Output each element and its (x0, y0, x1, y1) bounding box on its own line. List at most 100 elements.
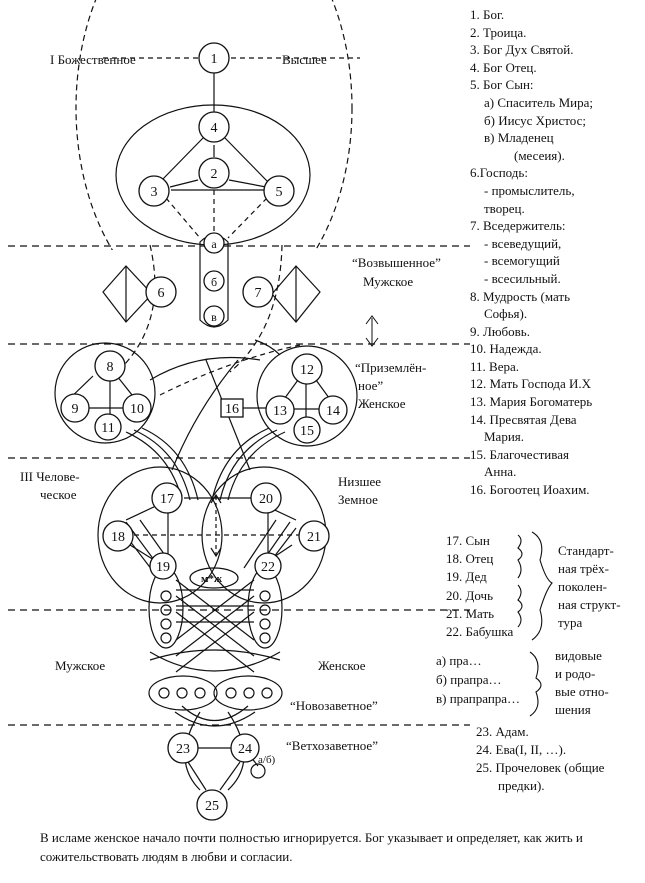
label-lower-1: Низшее (338, 474, 382, 489)
legend-item: 8. Мудрость (мать (470, 288, 570, 304)
generation-note: шения (555, 702, 591, 717)
node-label: 12 (300, 363, 314, 378)
node-17: 14 (318, 395, 348, 425)
label-new-testament: “Новозаветное” (290, 698, 378, 713)
legend-item: 13. Мария Богоматерь (470, 394, 593, 410)
legend-item: в) Младенец (484, 130, 554, 146)
legend-item: 1. Бог. (470, 7, 505, 22)
legend-item: а) Спаситель Мира; (484, 94, 593, 110)
label-exalted-1: “Возвышенное” (352, 255, 441, 270)
mzh-marker (189, 567, 239, 589)
ancestor-item: 23. Адам. (476, 724, 529, 739)
family-note: ная трёх- (558, 561, 609, 576)
node-label: 18 (111, 530, 125, 545)
node-7: б (203, 270, 225, 292)
legend-item: 16. Богоотец Иоахим. (470, 482, 590, 498)
node-28: 25 (196, 789, 228, 821)
legend-item: 15. Благочестивая (470, 446, 569, 462)
node-label: б (211, 275, 217, 289)
node-label: 14 (326, 404, 340, 419)
label-grounded-2: ное” (358, 378, 384, 393)
legend-item: - всеведущий, (484, 235, 562, 251)
node-label: 21 (307, 530, 321, 545)
lord-group (102, 265, 153, 323)
node-21: 18 (102, 520, 134, 552)
legend-list: 1. Бог. 2. Троица. 3. Бог Дух Святой. 4.… (470, 6, 645, 499)
family-item: 22. Бабушка (446, 624, 514, 639)
node-8: в (203, 305, 225, 327)
node-2: 2 (198, 157, 230, 189)
family-note: поколен- (558, 579, 607, 594)
node-label: 11 (101, 421, 114, 436)
legend-item: Мария. (484, 429, 525, 445)
legend-brackets (517, 531, 553, 717)
legend-item: 3. Бог Дух Святой. (470, 42, 574, 58)
caption: В исламе женское начало почти полностью … (40, 830, 583, 864)
label-grounded-1: “Приземлён- (355, 360, 427, 375)
node-label: 8 (107, 360, 114, 375)
label-mzh: м*ж (201, 573, 222, 585)
braided-links (125, 359, 286, 501)
family-item: 19. Дед (446, 569, 487, 584)
label-human-1: III Челове- (20, 469, 80, 484)
family-note: Стандарт- (558, 543, 614, 558)
label-ab: а/б) (258, 754, 276, 766)
node-label: 22 (261, 560, 275, 575)
legend-item: (месеия). (514, 147, 565, 163)
ancestor-item: 25. Прочеловек (общие (476, 760, 605, 775)
node-label: 20 (259, 492, 273, 507)
family-note: тура (558, 615, 583, 630)
node-24: 21 (298, 520, 330, 552)
label-divine: I Божественное (50, 52, 136, 67)
node-12: 9 (60, 393, 90, 423)
generation-item: в) прапрапра… (436, 691, 521, 706)
ancestor-item: предки). (498, 778, 545, 793)
node-23: 20 (250, 482, 282, 514)
node-label: 23 (176, 742, 190, 757)
node-label: а (211, 237, 217, 251)
node-label: 13 (273, 404, 287, 419)
node-label: 5 (276, 185, 283, 200)
ancestor-item: 24. Ева(I, II, …). (476, 742, 567, 757)
legend-item: 11. Вера. (470, 358, 519, 374)
generation-item: а) пра… (436, 653, 482, 668)
node-19: 16 (220, 398, 244, 418)
generation-item: б) прапра… (436, 672, 502, 687)
label-female: Женское (318, 658, 366, 673)
node-26: 23 (167, 732, 199, 764)
node-13: 10 (122, 393, 152, 423)
legend-item: 10. Надежда. (470, 341, 542, 357)
node-label: 4 (211, 121, 218, 136)
node-5: 5 (263, 175, 295, 207)
node-11: 8 (94, 350, 126, 382)
node-label: 7 (255, 286, 262, 301)
node-6: а (203, 232, 225, 254)
label-old-testament: “Ветхозаветное” (286, 738, 378, 753)
label-lower-2: Земное (338, 492, 378, 507)
node-4: 4 (198, 111, 230, 143)
node-label: 19 (156, 560, 170, 575)
node-label: 9 (72, 402, 79, 417)
legend-item: 4. Бог Отец. (470, 59, 537, 75)
node-label: 2 (211, 167, 218, 182)
node-label: 17 (160, 492, 174, 507)
legend-item: 7. Вседержитель: (470, 218, 566, 234)
node-3: 3 (138, 175, 170, 207)
legend-item: - промыслитель, (484, 182, 575, 198)
node-label: 25 (205, 799, 219, 814)
node-label: 10 (130, 402, 144, 417)
human-region (97, 466, 327, 727)
node-18: 15 (293, 416, 321, 444)
label-male: Мужское (55, 658, 106, 673)
node-label: 24 (238, 742, 252, 757)
legend-item: Анна. (484, 464, 517, 480)
generation-note: вые отно- (555, 684, 609, 699)
node-16: 13 (265, 395, 295, 425)
legend-item: - всесильный. (484, 270, 561, 286)
node-1: 1 (198, 42, 230, 74)
node-27: 24 (230, 733, 260, 763)
node-label: 1 (211, 52, 218, 67)
almighty-group (271, 265, 321, 323)
